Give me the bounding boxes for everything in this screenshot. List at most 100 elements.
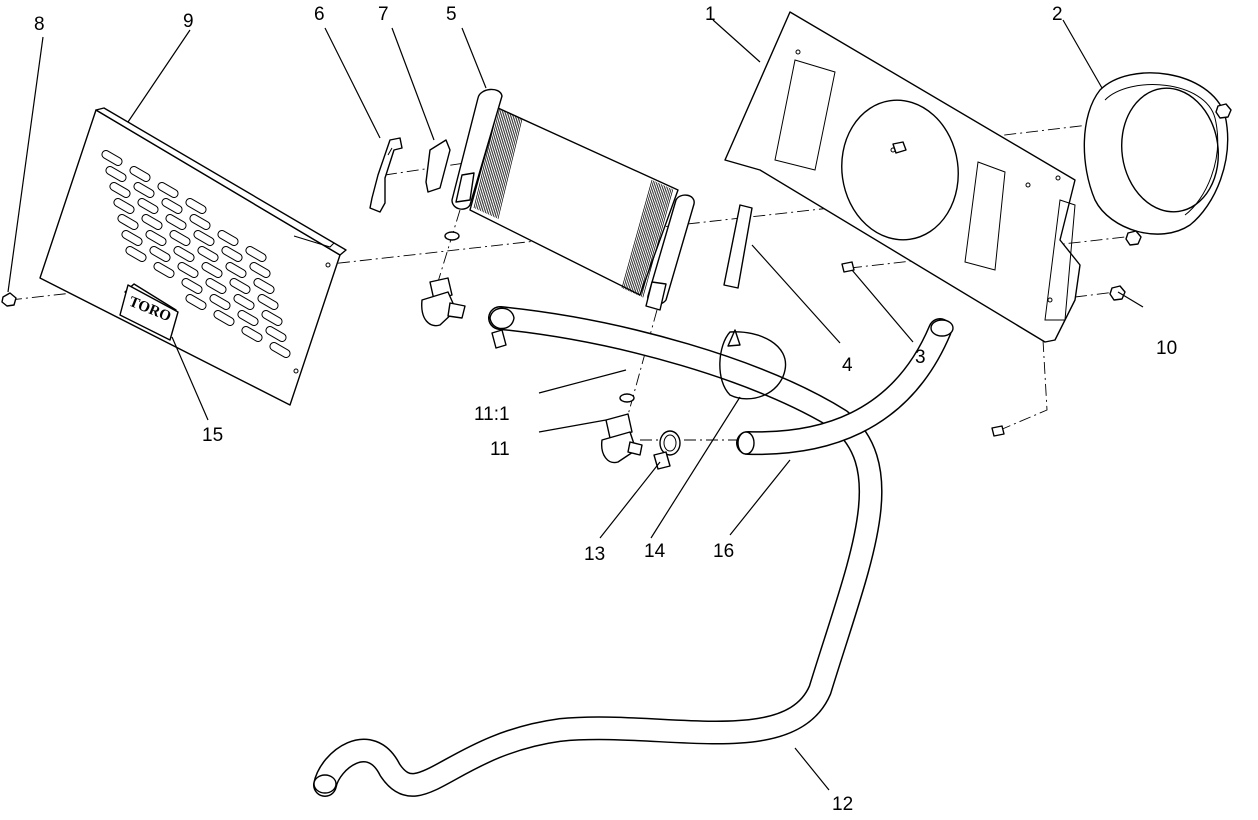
grille-slot (109, 182, 131, 198)
grille-slot (241, 326, 263, 342)
cooler-fin (489, 115, 515, 216)
grille-slot (145, 230, 167, 246)
callout-15: 15 (202, 425, 223, 446)
cooler-fin (475, 108, 500, 209)
grille-slot (261, 310, 283, 326)
mounting-plate-1 (724, 11, 1081, 343)
callout-8: 8 (34, 14, 45, 35)
grille-slot (161, 198, 183, 214)
cooler-fin (640, 188, 672, 297)
callout-10: 10 (1156, 338, 1177, 359)
callout-12: 12 (832, 794, 853, 815)
cooler-fin (496, 117, 521, 219)
grille-slot (253, 278, 275, 294)
callout-13: 13 (584, 544, 605, 565)
fan-shroud-2 (1083, 72, 1229, 235)
grille-slot (177, 262, 199, 278)
grille-slot (121, 230, 143, 246)
cooler-fin (626, 182, 658, 291)
grille-slot (245, 246, 267, 262)
nuts-10 (1109, 103, 1232, 301)
callout-5: 5 (446, 4, 457, 25)
leader-lines (7, 19, 1144, 791)
cooler-fin (478, 110, 504, 211)
cooler-fin (642, 189, 674, 298)
callout-16: 16 (713, 541, 734, 562)
grille-slot (217, 230, 239, 246)
screws-3 (841, 141, 1005, 437)
oil-cooler (451, 88, 695, 311)
grille-slot (189, 214, 211, 230)
cooler-fin (488, 114, 513, 215)
cooler-fin (634, 185, 666, 294)
callout-14: 14 (644, 541, 666, 562)
cooler-fin (484, 112, 510, 214)
cooler-fin (497, 118, 523, 219)
cooler-fins-right (621, 179, 674, 298)
grille-slot (193, 230, 215, 246)
grille-slot (269, 342, 291, 358)
grille-slot (221, 246, 243, 262)
cooler-fin (480, 110, 505, 211)
callout-7: 7 (378, 4, 389, 25)
seal-strip-4 (723, 204, 753, 289)
callout-1: 1 (705, 4, 716, 25)
cooler-fin (632, 184, 664, 294)
grille-slot (137, 198, 159, 214)
bolt-8 (1, 292, 17, 307)
grille-slot (129, 166, 151, 182)
grille-slot (257, 294, 279, 310)
fitting-11-upper (421, 231, 515, 349)
grille-slot (173, 246, 195, 262)
pad-7 (425, 139, 451, 193)
cooler-fin (624, 181, 656, 290)
callouts: 1 2 3 4 5 6 7 8 9 10 11:1 11 12 13 14 15… (34, 4, 1177, 815)
grille-slot (197, 246, 219, 262)
grille-slot (265, 326, 287, 342)
cooler-fin (621, 179, 653, 289)
callout-11: 11 (490, 439, 510, 460)
cooler-fin (486, 113, 512, 214)
grille-slot (181, 278, 203, 294)
grille-slot (209, 294, 231, 310)
callout-11-1: 11:1 (474, 404, 510, 425)
cooler-fin (483, 112, 508, 213)
grille-slot (165, 214, 187, 230)
callout-2: 2 (1052, 4, 1063, 25)
grille-panel: TORO (39, 107, 347, 406)
grille-slot (233, 294, 255, 310)
cooler-fin (623, 180, 654, 289)
hose-12 (313, 306, 883, 797)
cooler-fin (492, 116, 518, 217)
grille-slot (117, 214, 139, 230)
cooler-fin (629, 183, 661, 292)
fitting-11-lower (601, 393, 643, 464)
grille-slot (105, 166, 127, 182)
cooler-fins-left (473, 107, 523, 219)
hose-clamp-13 (653, 430, 681, 470)
cooler-fin (636, 186, 667, 295)
callout-4: 4 (842, 355, 853, 376)
cooler-fin (491, 115, 516, 217)
hose-16 (736, 318, 954, 456)
callout-3: 3 (915, 347, 926, 368)
grille-slot (125, 246, 147, 262)
grille-slot (205, 278, 227, 294)
cooler-fin (628, 182, 659, 291)
cooler-fin (494, 117, 520, 218)
grille-slot (157, 182, 179, 198)
grille-slot (185, 198, 207, 214)
grille-slot (225, 262, 247, 278)
cooler-fin (639, 187, 670, 297)
grille-slot (133, 182, 155, 198)
callout-9: 9 (183, 11, 194, 32)
grille-slot (213, 310, 235, 326)
grille-slot (229, 278, 251, 294)
grille-slot (141, 214, 163, 230)
grille-slots (101, 150, 291, 358)
grille-slot (201, 262, 223, 278)
grille-slot (237, 310, 259, 326)
grille-slot (149, 246, 171, 262)
cooler-fin (476, 109, 502, 210)
